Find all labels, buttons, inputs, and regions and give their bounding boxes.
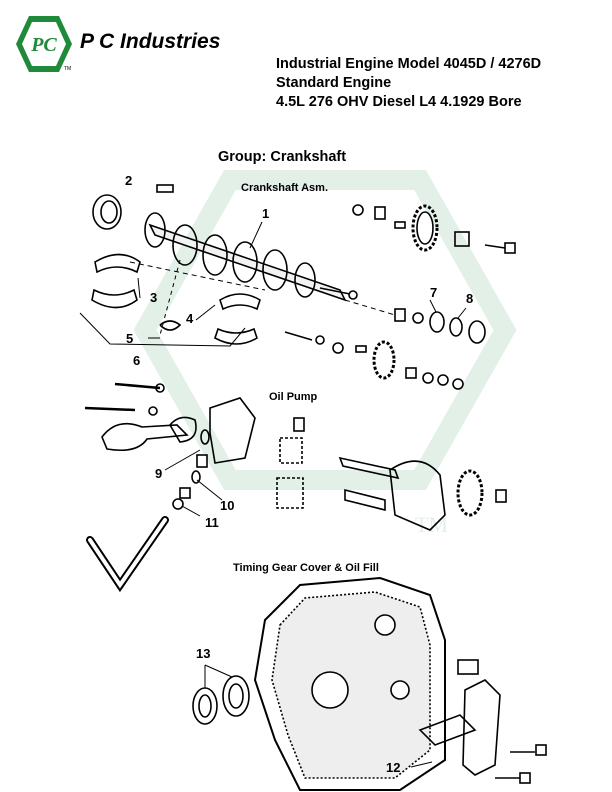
callout-10: 10 bbox=[220, 498, 235, 513]
crank-gear-part bbox=[411, 204, 439, 252]
callout-2: 2 bbox=[125, 173, 133, 188]
thrust-washer-part bbox=[159, 320, 182, 331]
oil-fill-tube-part bbox=[462, 679, 501, 776]
callout-4: 4 bbox=[186, 311, 194, 326]
main-bearing-upper-part bbox=[94, 253, 141, 274]
crankshaft-part bbox=[144, 212, 358, 302]
section-timing-cover: Timing Gear Cover & Oil Fill bbox=[233, 562, 379, 574]
logo-text: PC bbox=[30, 34, 57, 56]
callout-1: 1 bbox=[262, 206, 270, 221]
callout-3: 3 bbox=[150, 290, 158, 305]
engine-title-block: Industrial Engine Model 4045D / 4276D St… bbox=[276, 55, 541, 112]
oil-pickup-tube-part bbox=[101, 422, 189, 452]
pump-housing-part bbox=[209, 397, 256, 464]
rod-bearing-upper-part bbox=[219, 293, 261, 311]
front-seal-part bbox=[92, 194, 122, 230]
pc-logo: PC bbox=[16, 16, 72, 72]
crank-seal-inner-part bbox=[222, 675, 250, 717]
title-line-engine: Standard Engine bbox=[276, 75, 392, 91]
crank-seal-outer-part bbox=[192, 687, 218, 725]
brand-name: P C Industries bbox=[80, 30, 221, 53]
watermark-tm: TM bbox=[415, 512, 448, 537]
o-ring-part bbox=[449, 317, 463, 337]
section-oil-pump: Oil Pump bbox=[269, 391, 318, 403]
callout-13: 13 bbox=[196, 646, 211, 661]
callout-9: 9 bbox=[155, 466, 163, 481]
callout-6: 6 bbox=[133, 353, 141, 368]
logo-trademark: TM bbox=[64, 66, 72, 72]
group-title: Group: Crankshaft bbox=[218, 149, 347, 165]
callout-5: 5 bbox=[126, 331, 134, 346]
rod-bearing-lower-part bbox=[214, 327, 258, 345]
section-crankshaft-asm: Crankshaft Asm. bbox=[241, 182, 329, 194]
title-line-spec: 4.5L 276 OHV Diesel L4 4.1929 Bore bbox=[276, 94, 522, 110]
spacer-part bbox=[429, 311, 445, 333]
callout-7: 7 bbox=[430, 285, 438, 300]
main-bearing-lower-part bbox=[91, 288, 138, 309]
title-line-model: Industrial Engine Model 4045D / 4276D bbox=[276, 56, 542, 72]
callout-11: 11 bbox=[205, 515, 219, 530]
timing-cover-part bbox=[253, 576, 446, 791]
dowel-pin-part bbox=[156, 184, 174, 193]
callout-12: 12 bbox=[386, 760, 401, 775]
oil-pump-body-part bbox=[389, 460, 446, 531]
callout-8: 8 bbox=[466, 291, 474, 306]
